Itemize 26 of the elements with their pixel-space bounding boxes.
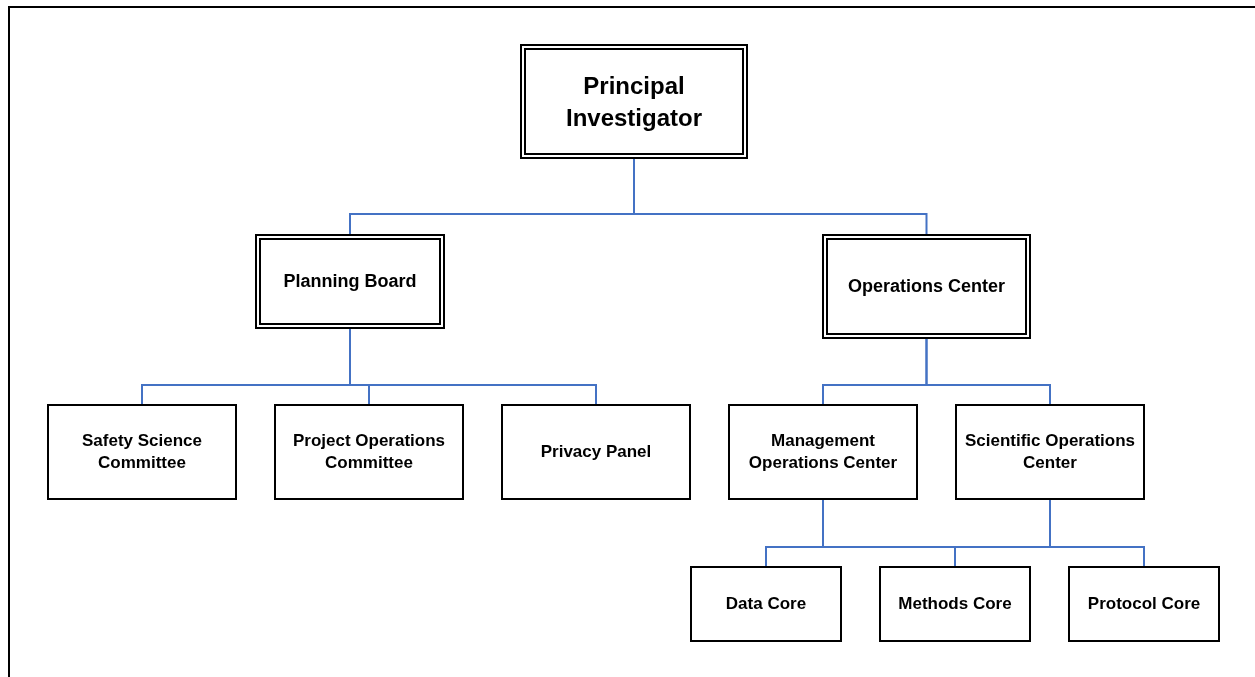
org-box bbox=[1068, 566, 1220, 642]
box-label: Data Core bbox=[724, 592, 808, 615]
box-label: Management Operations Center bbox=[747, 429, 899, 474]
connector-line bbox=[349, 328, 597, 405]
connector-line bbox=[925, 338, 1051, 405]
connector-line bbox=[1049, 499, 1145, 567]
org-box bbox=[47, 404, 237, 500]
org-box bbox=[728, 404, 918, 500]
org-box bbox=[690, 566, 842, 642]
box-label: Safety Science Committee bbox=[81, 429, 203, 474]
box-label: Methods Core bbox=[897, 592, 1013, 615]
box-label: Scientific Operations Center bbox=[963, 429, 1136, 474]
box-label: Protocol Core bbox=[1086, 592, 1202, 615]
org-box bbox=[822, 234, 1031, 339]
box-label: Principal Investigator bbox=[565, 71, 703, 133]
connector-line bbox=[633, 158, 928, 235]
box-label: Operations Center bbox=[846, 274, 1006, 298]
org-box bbox=[255, 234, 445, 329]
box-label: Privacy Panel bbox=[539, 440, 653, 463]
org-box bbox=[879, 566, 1031, 642]
box-label: Project Operations Committee bbox=[291, 429, 447, 474]
org-box bbox=[501, 404, 691, 500]
org-box bbox=[274, 404, 464, 500]
org-box bbox=[955, 404, 1145, 500]
org-box bbox=[520, 44, 748, 159]
box-label: Planning Board bbox=[282, 269, 418, 293]
